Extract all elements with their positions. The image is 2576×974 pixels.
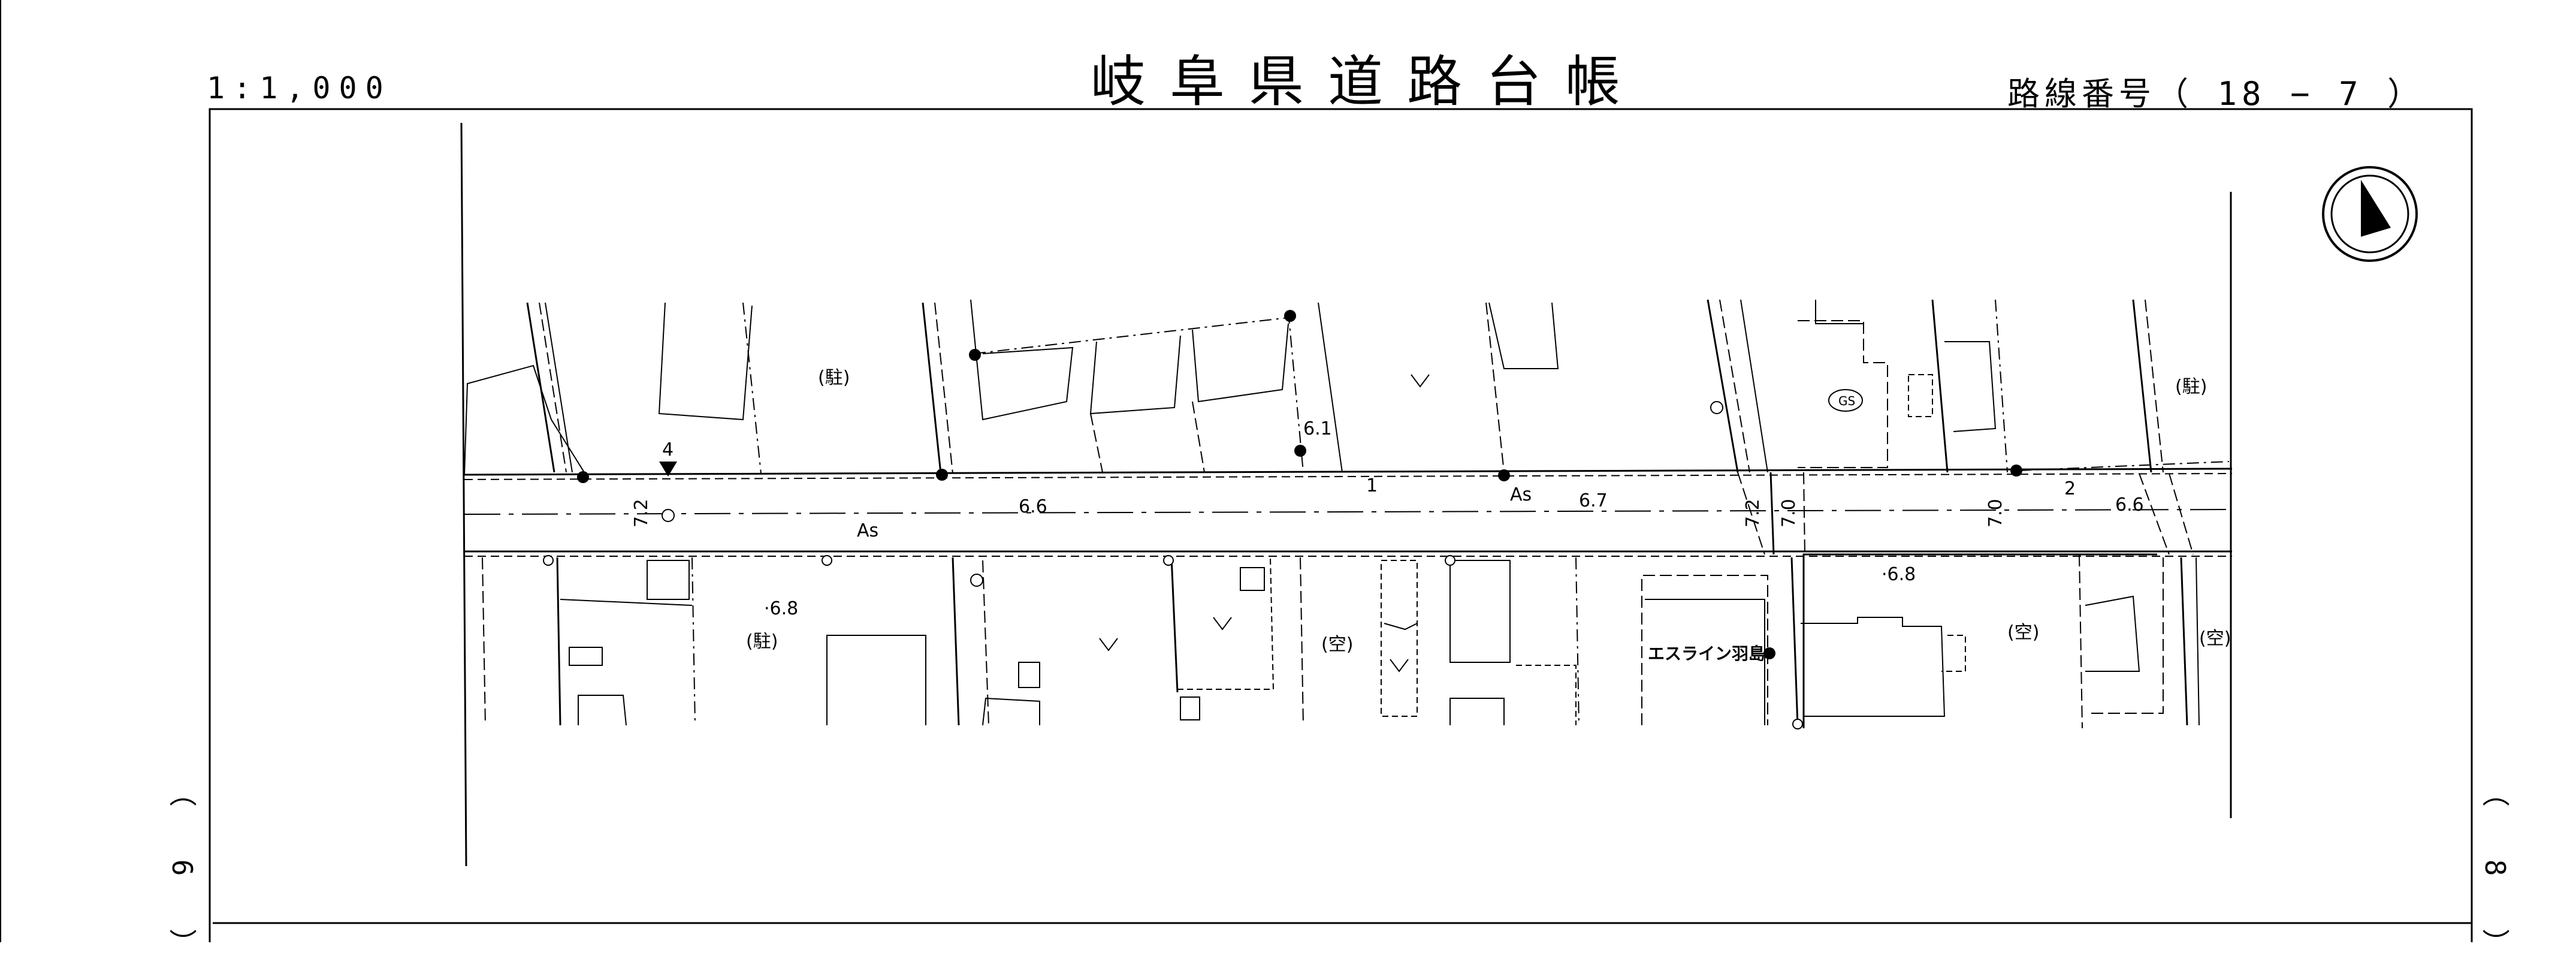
map-label: 4 bbox=[662, 439, 674, 460]
map-label: 6.1 bbox=[1303, 418, 1332, 439]
map-label: (駐) bbox=[2175, 376, 2207, 397]
map-label: 6.6 bbox=[2115, 494, 2144, 515]
map-label: (空) bbox=[1321, 634, 1353, 655]
road-outline bbox=[464, 468, 2233, 557]
map-label: 1 bbox=[1366, 475, 1378, 496]
map-label: 2 bbox=[2064, 478, 2076, 499]
cross-streets bbox=[1737, 472, 2194, 555]
map-labels: (駐) (駐) (駐) (空) (空) (空) As As 6.6 6.7 6.… bbox=[631, 367, 2231, 664]
map-label: (空) bbox=[2199, 628, 2231, 649]
map-label: As bbox=[1510, 484, 1532, 505]
map-label: ·6.8 bbox=[764, 598, 798, 619]
map-label: 6.6 bbox=[1019, 496, 1047, 517]
north-parcels bbox=[464, 299, 2230, 475]
map-label: ·6.8 bbox=[1882, 564, 1916, 585]
north-arrow-icon bbox=[2322, 166, 2418, 262]
map-scale: 1:1,000 bbox=[207, 71, 392, 105]
map-label: 6.7 bbox=[1579, 490, 1608, 511]
map-label: 7.0 bbox=[1985, 499, 2006, 527]
route-number: 路線番号（ 18 − 7 ） bbox=[2007, 75, 2425, 113]
survey-markers-open bbox=[543, 401, 1803, 729]
shop-name: エスライン羽島 bbox=[1648, 644, 1765, 664]
slope-chevrons bbox=[1099, 374, 1430, 673]
survey-points bbox=[577, 310, 2022, 659]
map-label: (空) bbox=[2007, 622, 2039, 643]
triangle-marker-icon bbox=[659, 462, 677, 477]
gas-station-symbol bbox=[1828, 389, 1863, 412]
map-label: 7.2 bbox=[631, 499, 652, 527]
road-map: (駐) (駐) (駐) (空) (空) (空) As As 6.6 6.7 6.… bbox=[0, 0, 2473, 942]
page-title: 岐阜県道路台帳 bbox=[1091, 50, 1645, 114]
map-label: 7.0 bbox=[1778, 499, 1799, 527]
map-label: 7.2 bbox=[1743, 499, 1763, 527]
map-label: (駐) bbox=[746, 631, 778, 652]
map-frame bbox=[209, 108, 2473, 942]
map-label: As bbox=[857, 520, 878, 541]
map-label: (駐) bbox=[818, 367, 850, 388]
map-label: GS bbox=[1838, 394, 1855, 408]
south-parcels bbox=[482, 553, 2200, 729]
